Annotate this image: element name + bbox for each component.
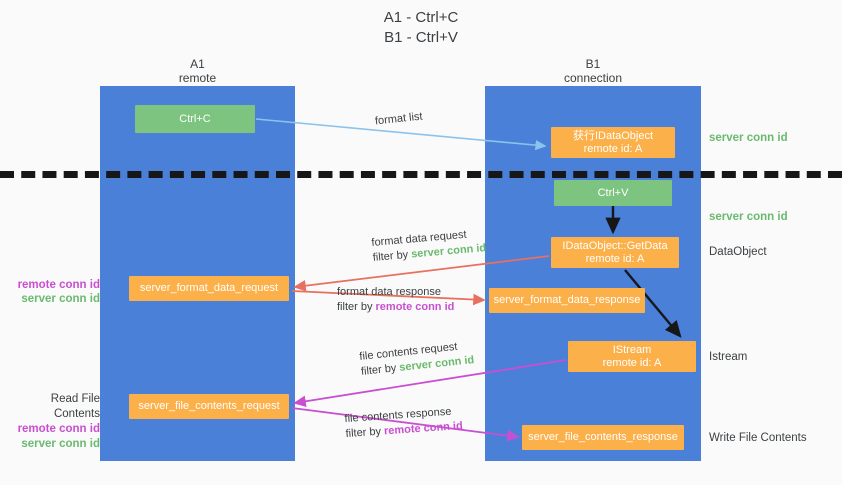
edge-label-format-list-text: format list	[374, 110, 424, 128]
node-server-file-contents-response-label: server_file_contents_response	[528, 431, 678, 443]
node-istream[interactable]: IStream remote id: A	[568, 341, 696, 372]
filter-value-remote-conn-id: remote conn id	[383, 419, 464, 438]
node-server-file-contents-request[interactable]: server_file_contents_request	[129, 394, 289, 419]
filter-prefix: filter by	[372, 248, 412, 264]
title-line-1: A1 - Ctrl+C	[383, 9, 459, 26]
filter-prefix: filter by	[337, 301, 376, 313]
node-ctrl-c-label: Ctrl+C	[179, 112, 211, 125]
node-dataobject-remote-id: remote id: A	[583, 142, 643, 155]
edge-label-format-data-response: format data response filter by remote co…	[337, 285, 454, 315]
node-ctrl-c[interactable]: Ctrl+C	[135, 105, 255, 133]
edge-label-format-data-response-text: format data response	[337, 286, 441, 298]
note-server-conn-id-second: server conn id	[709, 211, 788, 223]
column-header-a1: A1 remote	[100, 57, 295, 85]
edge-label-file-contents-response: file contents response filter by remote …	[344, 404, 463, 442]
note-left-middle: remote conn id server conn id	[8, 278, 100, 306]
note-server-conn-id: server conn id	[21, 438, 100, 450]
node-istream-label: IStream	[612, 343, 652, 356]
note-server-conn-id: server conn id	[21, 293, 100, 305]
node-server-file-contents-response[interactable]: server_file_contents_response	[522, 425, 684, 450]
node-server-format-data-request-label: server_format_data_request	[139, 282, 279, 294]
node-server-format-data-response-label: server_format_data_response	[493, 294, 641, 306]
page-title: A1 - Ctrl+C B1 - Ctrl+V	[0, 8, 842, 48]
node-server-format-data-response[interactable]: server_format_data_response	[489, 288, 645, 313]
note-read-file-contents: Read File Contents	[50, 393, 100, 420]
note-server-conn-id-top: server conn id	[709, 132, 788, 144]
edge-label-format-data-response-filter: filter by remote conn id	[337, 300, 454, 315]
filter-value-remote-conn-id: remote conn id	[375, 301, 455, 313]
node-ctrl-v-label: Ctrl+V	[597, 186, 629, 199]
node-dataobject-label: 获行IDataObject	[572, 129, 654, 142]
dashed-separator	[0, 171, 842, 178]
note-istream: Istream	[709, 351, 748, 363]
column-a1-sub: remote	[178, 71, 217, 85]
node-server-file-contents-request-label: server_file_contents_request	[138, 400, 280, 412]
node-getdata-remote-id: remote id: A	[585, 252, 645, 265]
note-dataobject: DataObject	[709, 246, 767, 258]
column-a1-name: A1	[190, 57, 205, 71]
node-getdata[interactable]: IDataObject::GetData remote id: A	[551, 237, 679, 268]
edge-label-format-list: format list	[374, 110, 423, 130]
edge-label-format-data-request: format data request filter by server con…	[371, 226, 487, 266]
filter-prefix: filter by	[345, 425, 385, 441]
column-header-b1: B1 connection	[485, 57, 701, 85]
note-write-file-contents: Write File Contents	[709, 432, 807, 444]
column-b1-name: B1	[585, 57, 601, 71]
note-left-bottom: Read File Contents remote conn id server…	[8, 392, 100, 452]
edge-label-file-contents-request: file contents request filter by server c…	[359, 338, 475, 380]
title-line-2: B1 - Ctrl+V	[384, 29, 458, 46]
node-server-format-data-request[interactable]: server_format_data_request	[129, 276, 289, 301]
node-ctrl-v[interactable]: Ctrl+V	[554, 180, 672, 206]
node-istream-remote-id: remote id: A	[602, 356, 662, 369]
column-b1-sub: connection	[563, 71, 623, 85]
note-remote-conn-id: remote conn id	[17, 423, 100, 435]
node-dataobject[interactable]: 获行IDataObject remote id: A	[551, 127, 675, 158]
note-remote-conn-id: remote conn id	[17, 279, 100, 291]
node-getdata-label: IDataObject::GetData	[562, 239, 668, 252]
filter-prefix: filter by	[360, 361, 400, 378]
